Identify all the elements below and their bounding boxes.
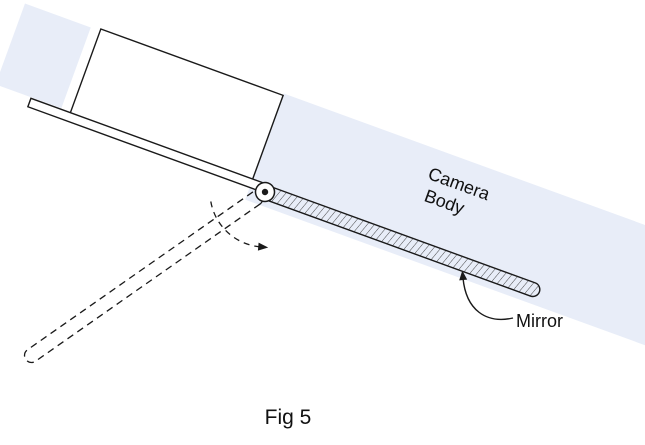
mirror-dashed-outline bbox=[23, 190, 264, 364]
mirror-leader-line bbox=[462, 277, 514, 320]
pivot-dot bbox=[261, 188, 269, 196]
rotation-arrowhead bbox=[257, 242, 269, 251]
mirror-leader-arrowhead bbox=[459, 270, 468, 281]
rotation-arc bbox=[210, 201, 261, 248]
figure-caption: Fig 5 bbox=[265, 406, 312, 429]
mirror-alternate-position bbox=[23, 190, 264, 364]
mirror-label: Mirror bbox=[516, 311, 563, 331]
camera-body-block bbox=[245, 93, 645, 378]
top-left-block bbox=[0, 3, 91, 109]
